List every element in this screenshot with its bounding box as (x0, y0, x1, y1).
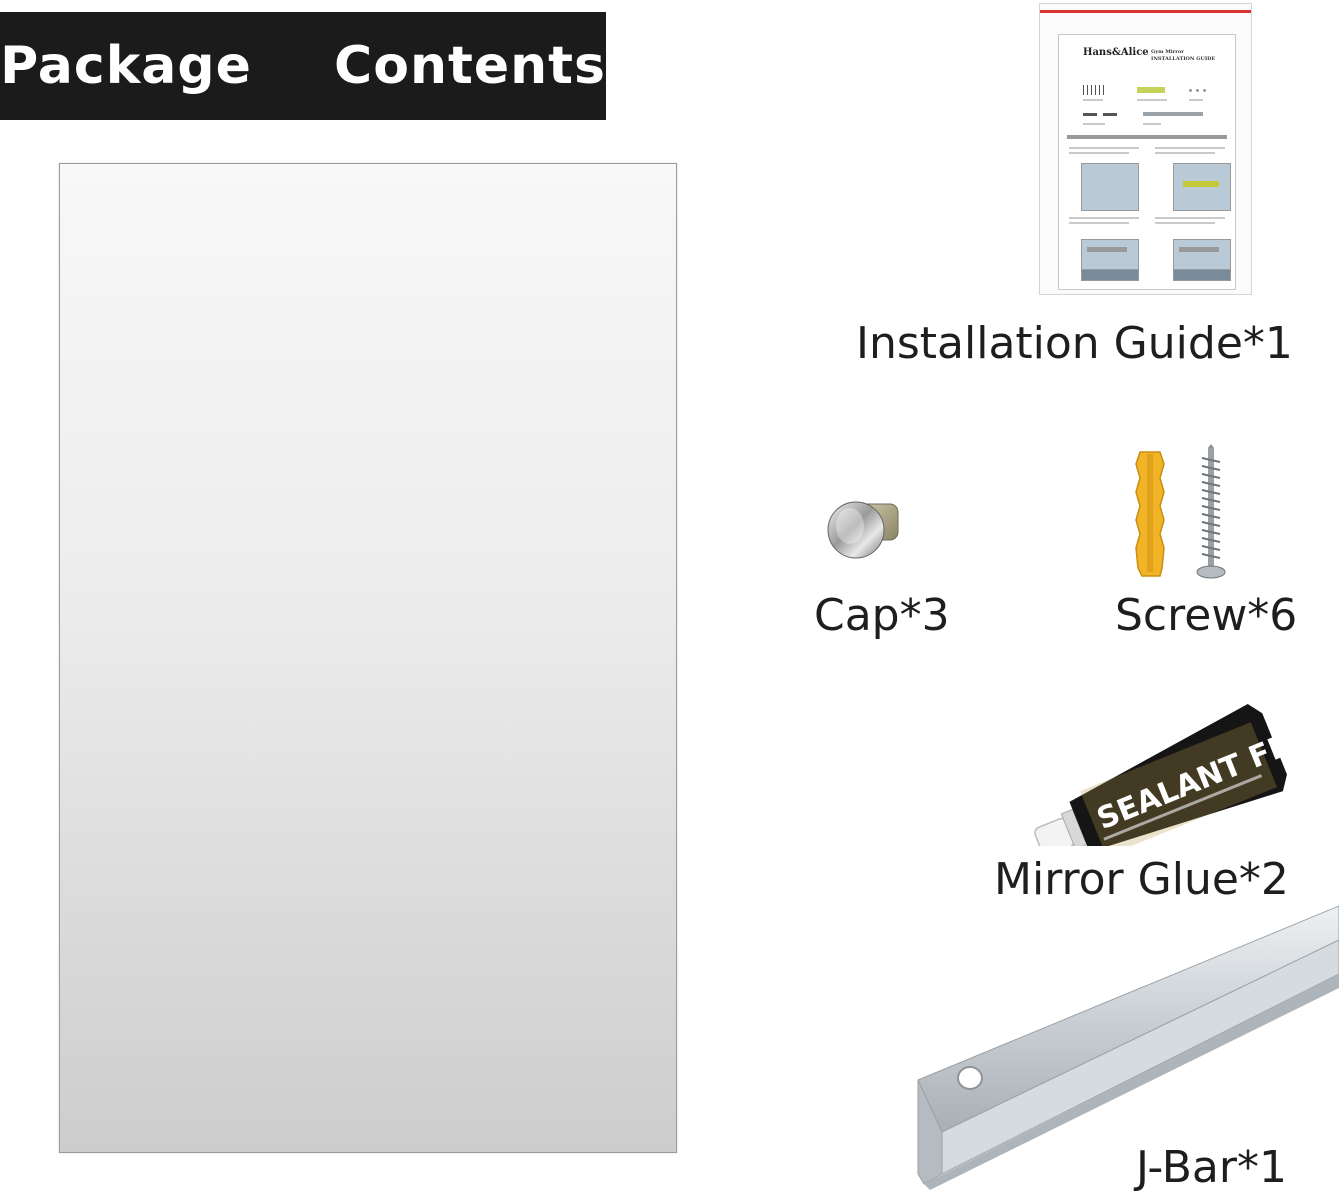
guide-brand-logo: Hans&Alice (1083, 47, 1149, 58)
guide-doc-title: Gym Mirror INSTALLATION GUIDE (1151, 49, 1231, 63)
banner-title: Package Contents (0, 36, 606, 96)
j-bar-label: J-Bar*1 (1136, 1142, 1287, 1193)
cap-label: Cap*3 (814, 590, 950, 641)
installation-guide-label: Installation Guide*1 (856, 318, 1293, 369)
package-contents-banner: Package Contents (0, 12, 606, 120)
mirror-glue-label: Mirror Glue*2 (994, 854, 1289, 905)
guide-sheet: Hans&Alice Gym Mirror INSTALLATION GUIDE (1058, 34, 1236, 290)
mirror-glue-tube-icon: SEALANT FIX (1034, 704, 1294, 846)
screw-label: Screw*6 (1115, 590, 1298, 641)
mirror-panel-image (59, 163, 677, 1153)
cap-icon (827, 501, 899, 559)
screw-anchor-icon (1135, 444, 1226, 579)
installation-guide-image: Hans&Alice Gym Mirror INSTALLATION GUIDE (1039, 3, 1252, 295)
bag-seal-line (1040, 10, 1251, 13)
guide-doc-title-line2: INSTALLATION GUIDE (1151, 56, 1216, 62)
guide-doc-title-line1: Gym Mirror (1151, 49, 1184, 55)
j-bar-icon (917, 905, 1339, 1190)
